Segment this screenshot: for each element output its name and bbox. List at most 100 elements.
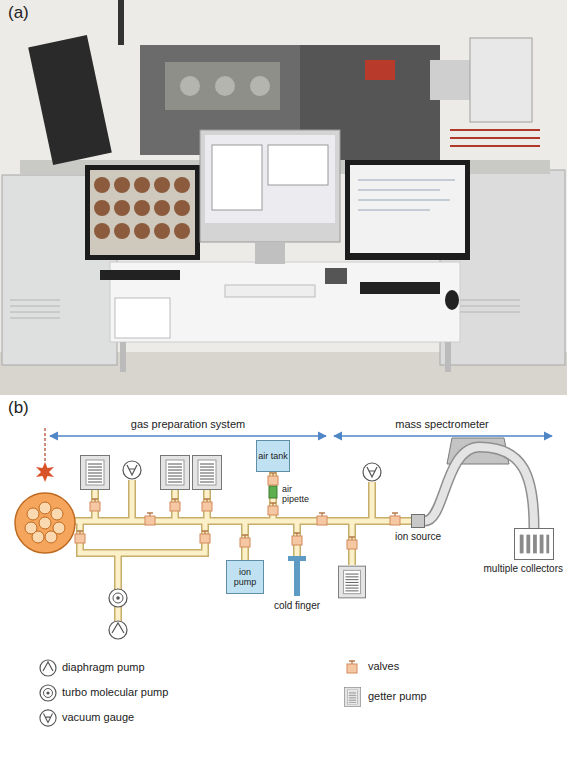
collector-cup — [540, 535, 544, 554]
sample-pit — [25, 522, 37, 534]
pipe — [128, 480, 136, 521]
pipe — [370, 482, 375, 521]
getter-pump — [161, 456, 190, 490]
device — [325, 268, 347, 284]
valve — [240, 535, 250, 547]
figure-label: gas preparation system — [131, 418, 245, 431]
sample-image — [154, 223, 170, 239]
pipe — [80, 521, 205, 553]
diaphragm-pump — [109, 621, 127, 639]
figure-label: mass spectrometer — [395, 418, 489, 431]
pipe — [116, 606, 121, 621]
getter-pump — [193, 456, 222, 490]
pipe — [91, 490, 99, 521]
cold-finger-shape — [288, 556, 306, 596]
legend-text: diaphragm pump — [62, 661, 145, 674]
sample-pit — [39, 517, 51, 529]
valve-block — [165, 62, 280, 110]
detector-housing — [470, 38, 532, 122]
pump-hub — [116, 596, 120, 600]
window — [268, 145, 328, 185]
sample-image — [114, 223, 130, 239]
center-monitor — [200, 130, 340, 242]
legend-getter-icon — [344, 687, 360, 706]
cabinet-vents — [455, 300, 520, 312]
valve-knob — [180, 76, 200, 96]
valve — [170, 499, 180, 511]
collector-cup — [546, 535, 549, 554]
node-label: multiple collectors — [484, 563, 563, 575]
cold-finger: cold finger — [288, 556, 306, 596]
lab-photo — [0, 0, 567, 395]
camera-pole — [118, 0, 124, 45]
sample-image — [154, 177, 170, 193]
tube-wall — [425, 447, 534, 528]
pipe — [269, 472, 277, 521]
tube-bore — [425, 447, 534, 528]
flight-tube — [425, 447, 534, 528]
pipe — [368, 482, 376, 521]
collector-cup — [520, 535, 524, 554]
node-label: cold finger — [274, 600, 320, 612]
ion-source-box: ion source — [411, 514, 425, 528]
legend-text: valves — [368, 660, 399, 673]
valve — [200, 531, 210, 543]
sample-image — [94, 177, 110, 193]
sample-image — [174, 177, 190, 193]
binder — [115, 298, 170, 338]
pipe — [348, 521, 356, 565]
cables — [450, 130, 540, 146]
node-label: ion source — [395, 531, 441, 543]
sample-disk — [15, 493, 75, 553]
cold-finger-stem — [294, 561, 300, 596]
pipe — [171, 490, 179, 521]
getter-pump — [81, 456, 110, 490]
window — [212, 145, 262, 210]
sample-images — [94, 177, 190, 239]
sample-image — [94, 223, 110, 239]
pipe — [293, 521, 301, 556]
valve — [145, 513, 155, 525]
monitor-stand — [255, 242, 285, 264]
laser-spot — [36, 462, 54, 482]
legend-turbo-icon — [40, 685, 56, 701]
desk-leg — [120, 342, 126, 372]
sample-image — [114, 177, 130, 193]
cabinet-vents — [10, 300, 60, 318]
collector-cup — [533, 535, 537, 554]
collector-cup — [526, 535, 530, 554]
pipe — [116, 553, 121, 590]
pump-rotor — [113, 593, 123, 603]
sample-pit — [39, 502, 51, 514]
pipe — [114, 553, 122, 590]
sample-image — [134, 177, 150, 193]
pump-ring — [40, 685, 56, 701]
pipe-fill — [75, 472, 412, 621]
collector-cups — [515, 529, 553, 559]
sample-image — [134, 200, 150, 216]
air-tank-box: air tank — [256, 440, 290, 472]
span-arrow — [50, 435, 326, 436]
sample-pit — [27, 508, 39, 520]
center-screen — [205, 135, 335, 223]
sample-image — [94, 200, 110, 216]
legend-diaphragm-icon — [40, 660, 56, 676]
figure-label: (b) — [8, 398, 29, 418]
valve — [75, 531, 85, 543]
desk-leg — [445, 342, 451, 372]
valve-knob — [215, 76, 235, 96]
keyboard — [360, 282, 440, 294]
legend-text: getter pump — [368, 690, 427, 703]
pipe — [114, 606, 122, 621]
sample-pit — [51, 508, 63, 520]
left-monitor — [85, 165, 200, 260]
right-monitor — [345, 160, 470, 260]
valve — [317, 513, 327, 525]
sample-image — [134, 223, 150, 239]
pump-mark — [43, 662, 53, 671]
screen-text-lines — [358, 180, 455, 210]
pump-mark — [112, 623, 124, 633]
legend-text: turbo molecular pump — [62, 686, 168, 699]
pump-ring — [109, 589, 127, 607]
